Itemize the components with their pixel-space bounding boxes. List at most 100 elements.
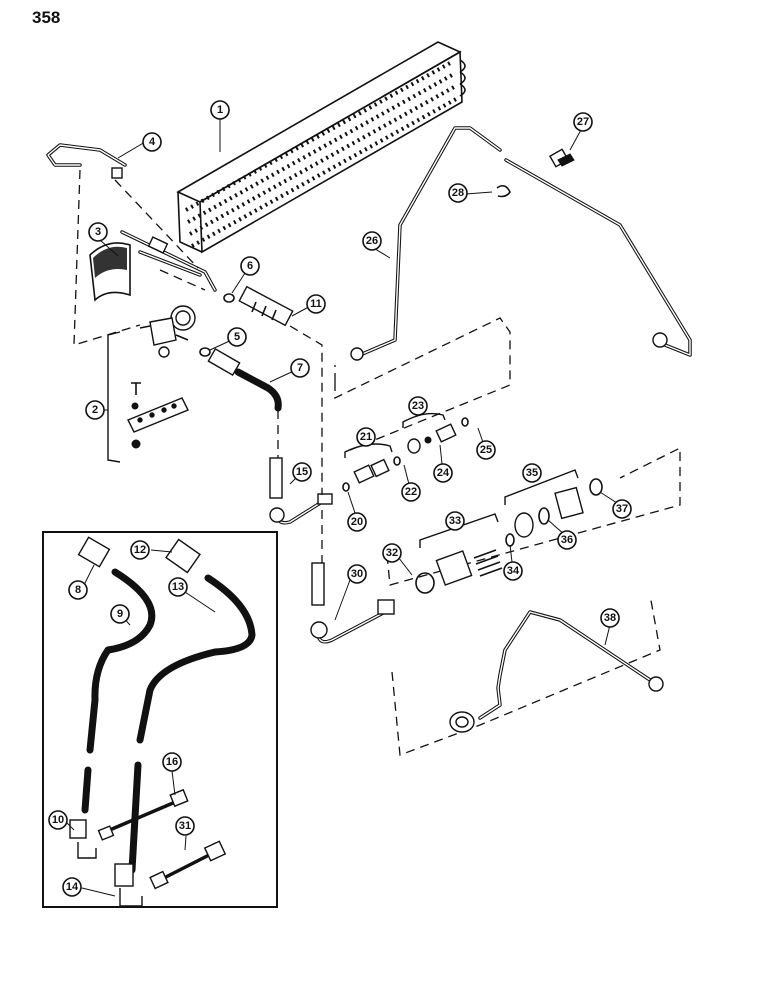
- callout-11: 11: [306, 294, 326, 314]
- svg-text:10: 10: [52, 814, 64, 826]
- svg-text:3: 3: [95, 226, 101, 238]
- pressure-switch-27: [548, 148, 575, 168]
- svg-text:38: 38: [604, 612, 616, 624]
- callout-14: 14: [62, 877, 82, 897]
- callout-28: 28: [448, 183, 468, 203]
- svg-text:23: 23: [412, 400, 424, 412]
- fitting-23: [407, 417, 469, 454]
- svg-text:1: 1: [217, 104, 223, 116]
- callout-9: 9: [110, 604, 130, 624]
- svg-text:8: 8: [75, 584, 81, 596]
- insulation-pad: [89, 242, 131, 302]
- svg-text:21: 21: [360, 431, 372, 443]
- leader-lines: [63, 118, 621, 897]
- elbow-14: [114, 863, 143, 907]
- svg-text:20: 20: [351, 516, 363, 528]
- callout-31: 31: [175, 816, 195, 836]
- callout-38: 38: [600, 608, 620, 628]
- svg-text:34: 34: [507, 565, 520, 577]
- callout-2: 2: [85, 400, 105, 420]
- svg-text:16: 16: [166, 756, 178, 768]
- svg-text:25: 25: [480, 444, 492, 456]
- svg-text:14: 14: [66, 881, 79, 893]
- callout-21: 21: [356, 427, 376, 447]
- hose-7: [207, 347, 282, 412]
- callout-13: 13: [168, 577, 188, 597]
- callout-32: 32: [382, 543, 402, 563]
- elbow-30: [310, 562, 395, 644]
- svg-text:5: 5: [234, 331, 240, 343]
- fitting-33: [415, 533, 515, 594]
- callout-37: 37: [612, 499, 632, 519]
- svg-text:15: 15: [296, 466, 308, 478]
- callout-8: 8: [68, 580, 88, 600]
- brace-35: [504, 469, 579, 505]
- routing-line-11: [289, 325, 323, 495]
- svg-text:26: 26: [366, 235, 378, 247]
- callout-5: 5: [227, 327, 247, 347]
- callout-22: 22: [401, 482, 421, 502]
- callout-15: 15: [292, 462, 312, 482]
- page-number: 358: [32, 8, 61, 27]
- svg-text:31: 31: [179, 820, 191, 832]
- pipe-16: [97, 788, 189, 841]
- fitting-35: [514, 478, 603, 538]
- svg-text:24: 24: [437, 467, 450, 479]
- callout-25: 25: [476, 440, 496, 460]
- callout-1: 1: [210, 100, 230, 120]
- svg-text:32: 32: [386, 547, 398, 559]
- callout-34: 34: [503, 561, 523, 581]
- svg-text:2: 2: [92, 404, 98, 416]
- svg-text:11: 11: [310, 298, 322, 310]
- tube-26: [350, 126, 502, 361]
- capillary-tube: [46, 143, 127, 179]
- inset-box: [42, 531, 278, 908]
- callout-23: 23: [408, 396, 428, 416]
- group-box-38: [391, 594, 661, 756]
- callout-36: 36: [557, 530, 577, 550]
- callout-35: 35: [522, 463, 542, 483]
- callout-3: 3: [88, 222, 108, 242]
- svg-text:7: 7: [297, 362, 303, 374]
- pipe-31: [149, 840, 227, 890]
- svg-text:22: 22: [405, 486, 417, 498]
- hose-fitting-11: [238, 285, 294, 327]
- tube-long: [504, 158, 692, 357]
- svg-text:13: 13: [172, 581, 184, 593]
- callout-26: 26: [362, 231, 382, 251]
- callout-10: 10: [48, 810, 68, 830]
- svg-text:33: 33: [449, 515, 461, 527]
- callout-33: 33: [445, 511, 465, 531]
- svg-text:36: 36: [561, 534, 573, 546]
- mounting-plate: [127, 382, 189, 449]
- callout-30: 30: [347, 564, 367, 584]
- callout-24: 24: [433, 463, 453, 483]
- callout-4: 4: [142, 132, 162, 152]
- svg-text:37: 37: [616, 503, 628, 515]
- callout-20: 20: [347, 512, 367, 532]
- tube-38: [449, 610, 664, 733]
- callout-7: 7: [290, 358, 310, 378]
- svg-text:12: 12: [134, 544, 146, 556]
- o-ring-5: [199, 347, 211, 357]
- group-box-lower: [386, 446, 681, 586]
- svg-text:27: 27: [577, 116, 589, 128]
- svg-text:30: 30: [351, 568, 363, 580]
- clip-28: [496, 184, 511, 198]
- callout-12: 12: [130, 540, 150, 560]
- callout-6: 6: [240, 256, 260, 276]
- brace-2: [107, 331, 121, 463]
- condenser-core: [120, 41, 466, 292]
- callout-16: 16: [162, 752, 182, 772]
- hose-9: [77, 536, 156, 814]
- svg-text:9: 9: [117, 608, 123, 620]
- elbow-10: [69, 819, 97, 859]
- callout-27: 27: [573, 112, 593, 132]
- brace-23: [402, 412, 446, 428]
- elbow-15: [269, 457, 333, 525]
- o-ring-6: [223, 293, 235, 303]
- expansion-valve: [139, 305, 196, 358]
- svg-text:4: 4: [149, 136, 156, 148]
- svg-text:35: 35: [526, 467, 538, 479]
